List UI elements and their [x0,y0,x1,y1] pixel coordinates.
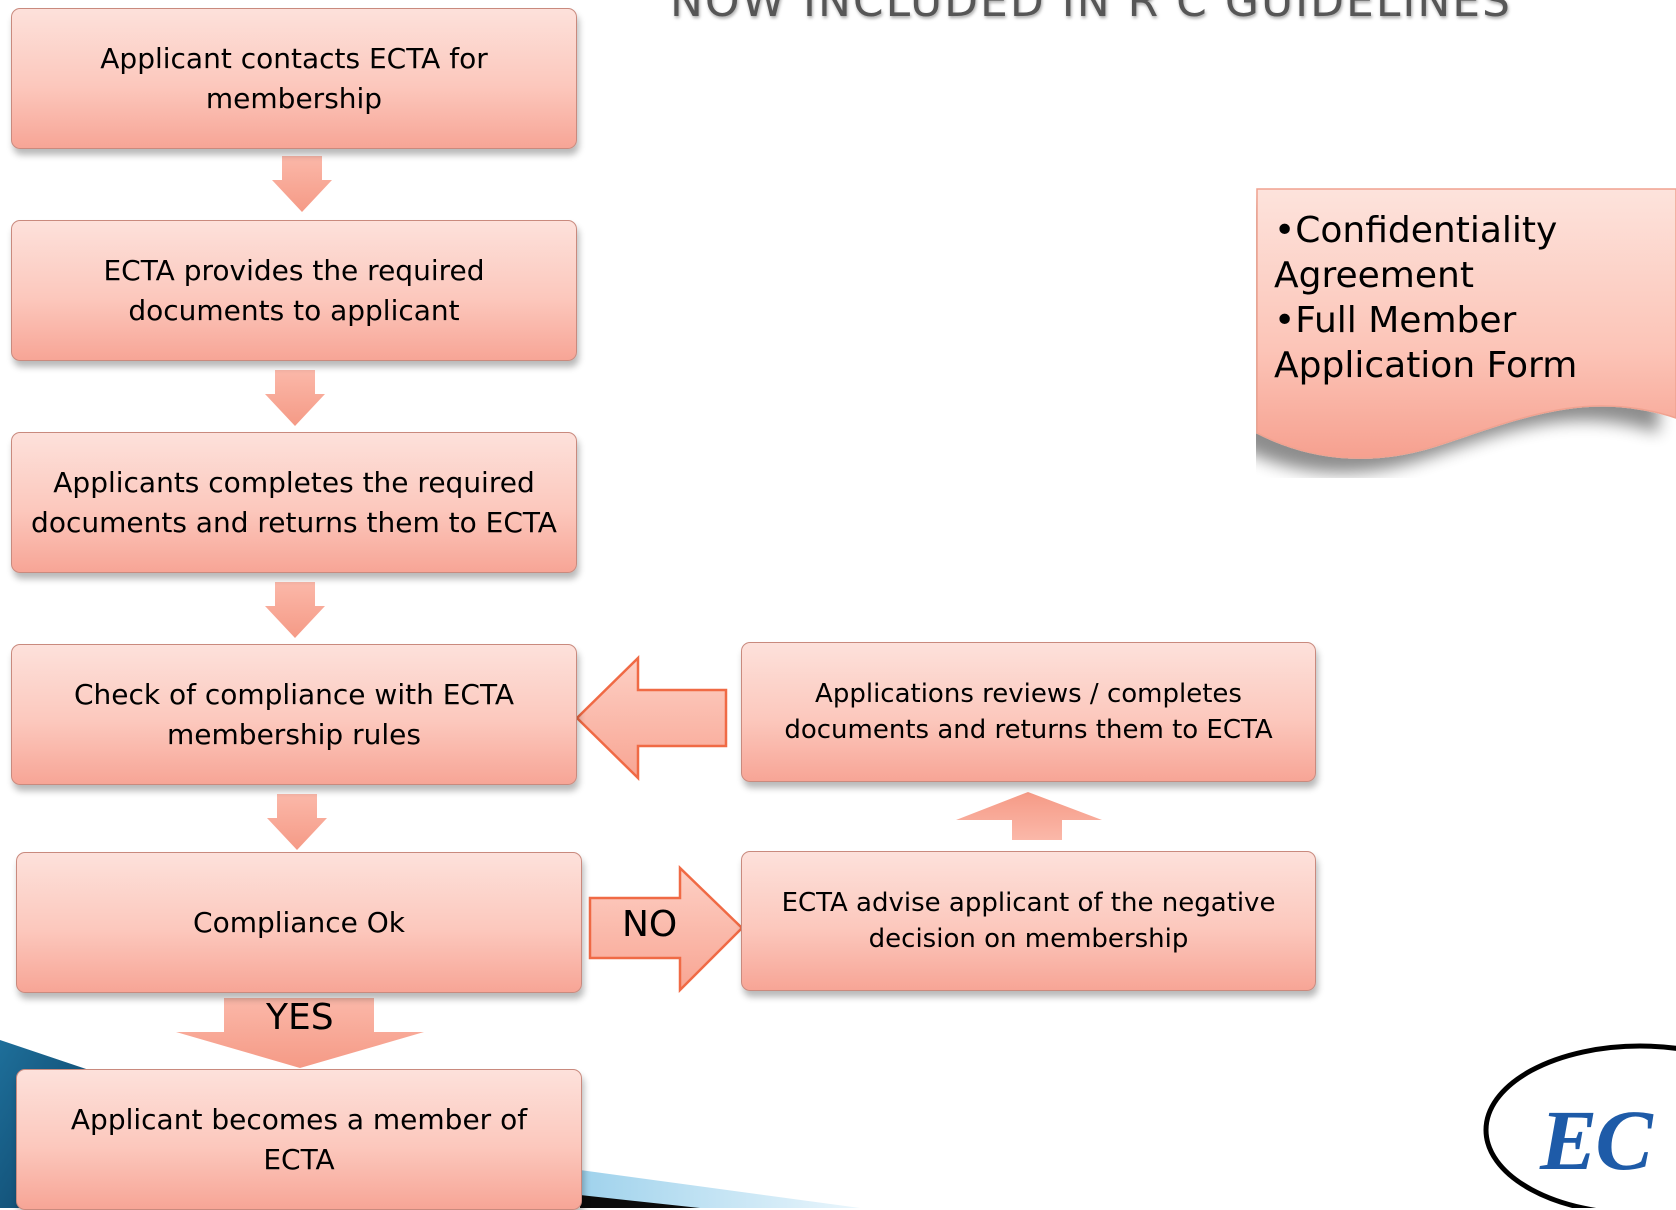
step-negative-decision: ECTA advise applicant of the negative de… [741,851,1316,991]
step-compliance-check: Check of compliance with ECTA membership… [11,644,577,785]
step-label: Applicant becomes a member of ECTA [70,1103,528,1176]
up-arrow [956,792,1102,840]
step-applicant-completes-documents: Applicants completes the required docume… [11,432,577,573]
document-list-item: Agreement [1274,255,1474,296]
step-becomes-member: Applicant becomes a member of ECTA [16,1069,582,1210]
document-list: •Confidentiality Agreement •Full Member … [1274,208,1654,388]
no-arrow [588,865,744,994]
step-applicant-contacts: Applicant contacts ECTA for membership [11,8,577,149]
step-ecta-provides-documents: ECTA provides the required documents to … [11,220,577,361]
down-arrow-1 [272,156,332,212]
step-label: Check of compliance with ECTA membership… [73,678,515,751]
document-list-item: •Confidentiality [1274,210,1558,251]
yes-arrow [176,998,424,1068]
down-arrow-3 [265,582,325,638]
yes-label: YES [266,997,334,1038]
step-label: Applicant contacts ECTA for membership [100,42,488,115]
step-label: ECTA provides the required documents to … [103,254,485,327]
step-label: Applicants completes the required docume… [31,466,557,539]
document-list-item: Application Form [1274,345,1578,386]
no-label: NO [622,904,678,945]
down-arrow-2 [265,370,325,426]
step-label: ECTA advise applicant of the negative de… [781,887,1276,954]
step-label: Compliance Ok [193,905,405,939]
page-title: NOW INCLUDED IN R C GUIDELINES [670,0,1512,27]
step-compliance-ok: Compliance Ok [16,852,582,993]
document-list-item: •Full Member [1274,300,1517,341]
left-arrow [575,655,728,781]
step-applicant-reviews: Applications reviews / completes documen… [741,642,1316,782]
step-label: Applications reviews / completes documen… [784,678,1273,745]
ecta-logo: EC [1540,1092,1653,1188]
document-note [1256,188,1676,459]
down-arrow-4 [267,794,327,850]
